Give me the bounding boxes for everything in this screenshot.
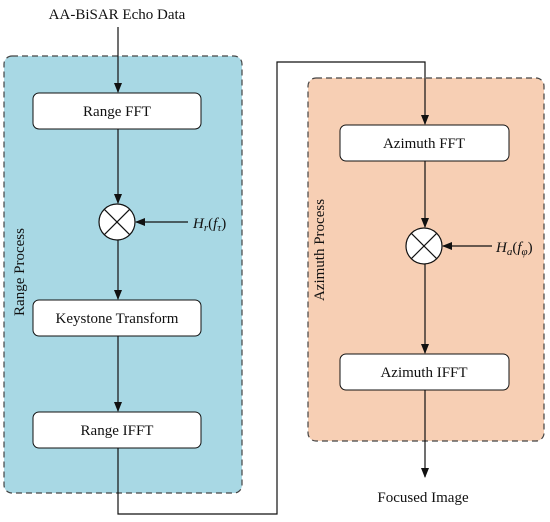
circled-x-icon (98, 203, 136, 241)
azimuth-process-label: Azimuth Process (312, 199, 328, 301)
range-fft-block: Range FFT (32, 92, 202, 130)
range-filter-label: Hr(fτ) (192, 216, 226, 234)
keystone-transform-label: Keystone Transform (56, 311, 179, 327)
keystone-transform-block: Keystone Transform (32, 299, 202, 337)
azimuth-fft-block: Azimuth FFT (339, 124, 510, 162)
azimuth-fft-label: Azimuth FFT (383, 136, 465, 152)
input-label: AA-BiSAR Echo Data (49, 7, 186, 23)
range-ifft-block: Range IFFT (32, 411, 202, 449)
azimuth-filter-label: Ha(fφ) (495, 240, 533, 258)
azimuth-ifft-block: Azimuth IFFT (339, 353, 510, 391)
range-multiplier (98, 203, 136, 241)
range-process-panel (3, 55, 243, 494)
output-label: Focused Image (377, 490, 469, 506)
connector-range-to-azimuth (117, 61, 429, 515)
azimuth-ifft-label: Azimuth IFFT (380, 365, 467, 381)
range-ifft-label: Range IFFT (81, 423, 154, 439)
range-process-label: Range Process (12, 228, 28, 316)
circled-x-icon (405, 227, 443, 265)
azimuth-multiplier (405, 227, 443, 265)
range-fft-label: Range FFT (83, 104, 151, 120)
